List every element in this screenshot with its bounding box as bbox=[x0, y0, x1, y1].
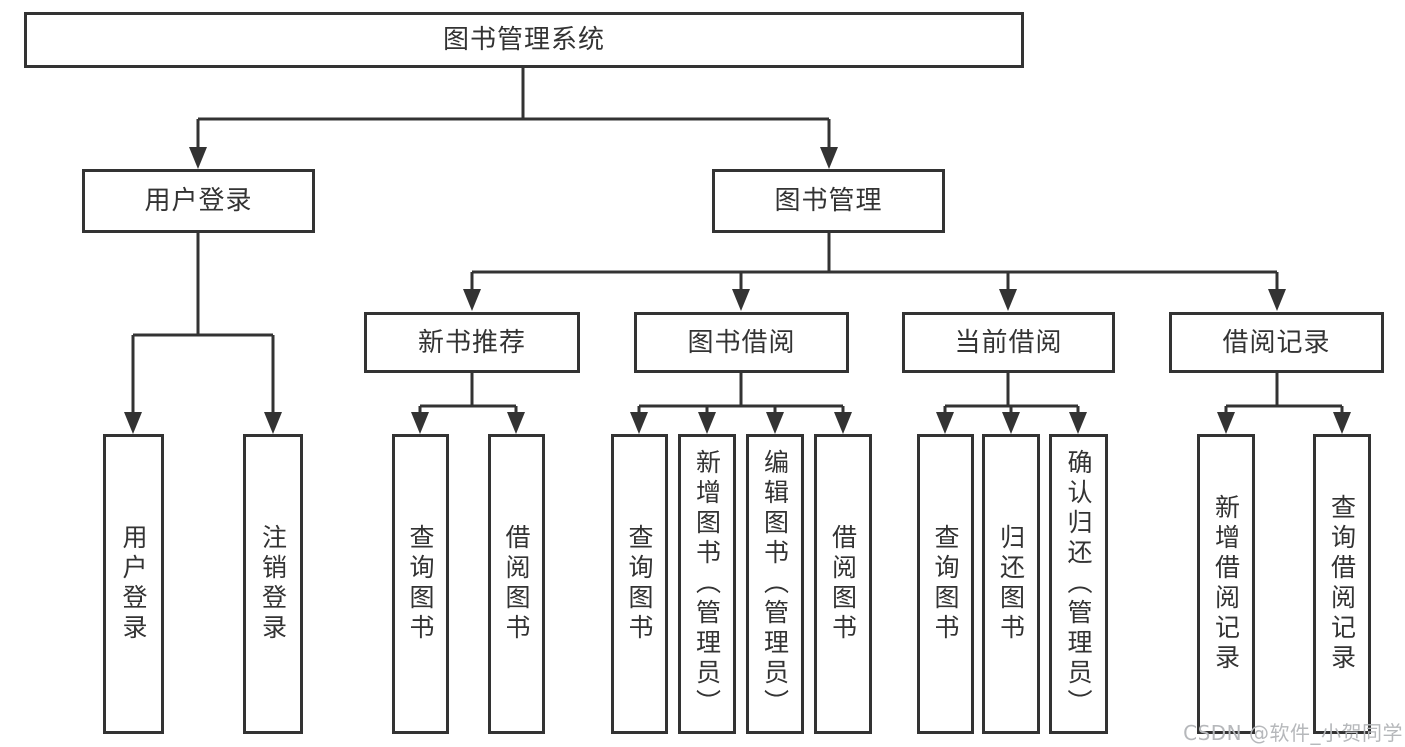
leaf-query-books-borrowing: 查询图书 bbox=[611, 434, 668, 734]
leaf-edit-books-admin: 编辑图书（管理员） bbox=[746, 434, 804, 734]
node-user-login: 用户登录 bbox=[82, 169, 315, 233]
node-label: 借阅图书 bbox=[502, 524, 531, 644]
node-label: 图书管理系统 bbox=[442, 25, 605, 55]
node-current-borrowing: 当前借阅 bbox=[902, 312, 1115, 373]
node-label: 确认归还（管理员） bbox=[1064, 449, 1093, 719]
node-label: 查询借阅记录 bbox=[1327, 494, 1357, 674]
node-label: 查询图书 bbox=[625, 524, 654, 644]
leaf-query-borrow-record: 查询借阅记录 bbox=[1313, 434, 1371, 734]
node-label: 新书推荐 bbox=[417, 327, 526, 358]
node-label: 编辑图书（管理员） bbox=[760, 449, 790, 719]
node-label: 用户登录 bbox=[144, 186, 253, 216]
leaf-add-borrow-record: 新增借阅记录 bbox=[1197, 434, 1255, 734]
node-label: 借阅记录 bbox=[1222, 327, 1331, 358]
leaf-add-books-admin: 新增图书（管理员） bbox=[678, 434, 736, 734]
leaf-query-books-recommend: 查询图书 bbox=[392, 434, 449, 734]
node-label: 用户登录 bbox=[119, 524, 148, 644]
node-label: 新增借阅记录 bbox=[1211, 494, 1241, 674]
node-new-book-recommend: 新书推荐 bbox=[364, 312, 580, 373]
node-label: 图书管理 bbox=[774, 186, 883, 216]
node-book-management: 图书管理 bbox=[712, 169, 945, 233]
node-book-borrowing: 图书借阅 bbox=[634, 312, 849, 373]
arrowheads bbox=[124, 147, 1351, 434]
leaf-query-books-current: 查询图书 bbox=[917, 434, 974, 734]
node-borrowing-records: 借阅记录 bbox=[1169, 312, 1384, 373]
node-label: 查询图书 bbox=[406, 524, 435, 644]
leaf-return-books: 归还图书 bbox=[982, 434, 1040, 734]
watermark: CSDN @软件_小贺同学 bbox=[1183, 721, 1403, 745]
leaf-user-login: 用户登录 bbox=[103, 434, 164, 734]
node-label: 新增图书（管理员） bbox=[692, 449, 722, 719]
node-library-system: 图书管理系统 bbox=[24, 12, 1024, 68]
node-label: 查询图书 bbox=[931, 524, 960, 644]
leaf-borrow-books-borrowing: 借阅图书 bbox=[814, 434, 872, 734]
node-label: 当前借阅 bbox=[954, 327, 1063, 358]
node-label: 归还图书 bbox=[996, 524, 1026, 644]
leaf-logout: 注销登录 bbox=[243, 434, 303, 734]
node-label: 注销登录 bbox=[258, 524, 288, 644]
leaf-borrow-books-recommend: 借阅图书 bbox=[488, 434, 545, 734]
leaf-confirm-return-admin: 确认归还（管理员） bbox=[1049, 434, 1108, 734]
node-label: 借阅图书 bbox=[828, 524, 858, 644]
node-label: 图书借阅 bbox=[687, 327, 796, 358]
